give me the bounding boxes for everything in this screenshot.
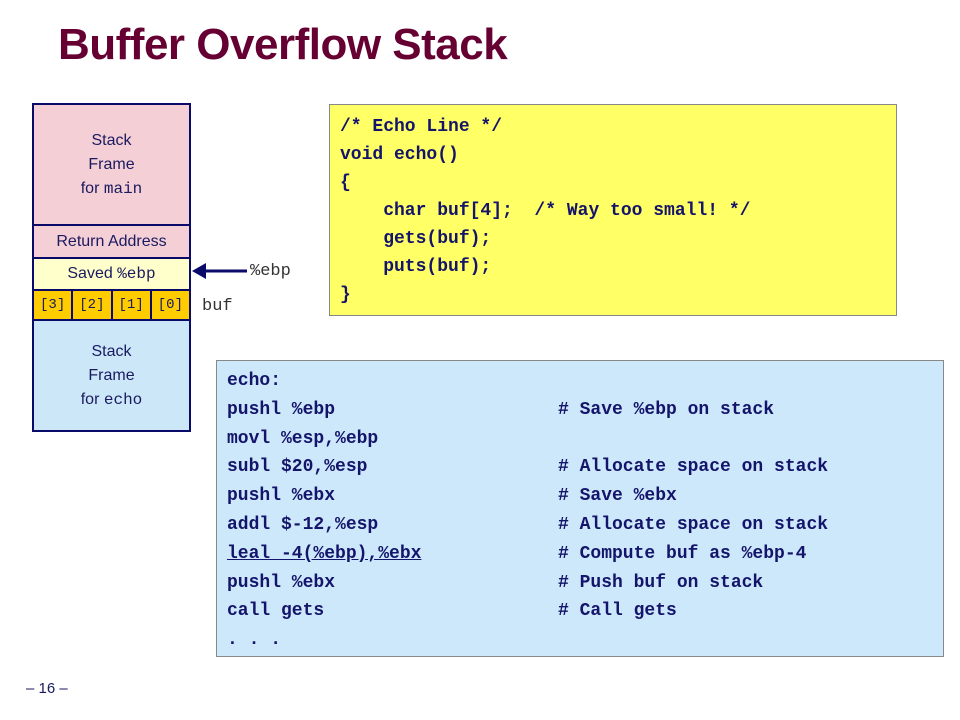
asm-comment: # Call gets bbox=[558, 601, 677, 622]
ebp-pointer-arrow-icon bbox=[192, 263, 247, 279]
page-number: – 16 – bbox=[26, 680, 68, 697]
asm-instruction-highlighted: leal -4(%ebp),%ebx bbox=[227, 543, 422, 564]
c-line: /* Echo Line */ bbox=[340, 117, 503, 137]
buf-cell-0: [0] bbox=[151, 291, 189, 319]
asm-instruction: addl $-12,%esp bbox=[227, 514, 379, 535]
buf-pointer-label: buf bbox=[202, 297, 233, 316]
saved-ebp-slot: Saved %ebp bbox=[34, 259, 189, 291]
c-line: puts(buf); bbox=[340, 257, 492, 277]
frame-echo-for: for bbox=[80, 390, 104, 408]
asm-instruction: call gets bbox=[227, 601, 325, 622]
asm-instruction: pushl %ebx bbox=[227, 486, 336, 507]
asm-row: echo: bbox=[227, 367, 943, 396]
asm-instruction: movl %esp,%ebp bbox=[227, 428, 379, 449]
c-line: { bbox=[340, 173, 351, 193]
asm-comment: # Save %ebx bbox=[558, 486, 677, 507]
frame-echo-func: echo bbox=[103, 390, 143, 409]
asm-row: leal -4(%ebp),%ebx # Compute buf as %ebp-… bbox=[227, 540, 943, 569]
asm-instruction: subl $20,%esp bbox=[227, 457, 368, 478]
stack-frame-main: Stack Frame for main bbox=[34, 105, 189, 226]
asm-comment: # Allocate space on stack bbox=[558, 514, 829, 535]
buf-cell-3: [3] bbox=[34, 291, 74, 319]
frame-echo-line1: Stack bbox=[91, 342, 132, 360]
asm-row: pushl %ebx # Push buf on stack bbox=[227, 569, 943, 598]
asm-row: addl $-12,%esp # Allocate space on stack bbox=[227, 511, 943, 540]
buf-cell-1: [1] bbox=[112, 291, 152, 319]
c-line: gets(buf); bbox=[340, 229, 492, 249]
stack-diagram: Stack Frame for main Return Address Save… bbox=[32, 103, 191, 432]
slide-title: Buffer Overflow Stack bbox=[58, 20, 508, 69]
asm-comment: # Save %ebp on stack bbox=[558, 399, 775, 420]
assembly-box: echo: pushl %ebp # Save %ebp on stack mov… bbox=[216, 360, 944, 657]
return-address-slot: Return Address bbox=[34, 226, 189, 259]
asm-instruction: . . . bbox=[227, 630, 282, 651]
asm-row: pushl %ebx # Save %ebx bbox=[227, 482, 943, 511]
asm-row: call gets # Call gets bbox=[227, 597, 943, 626]
asm-comment: # Push buf on stack bbox=[558, 572, 764, 593]
c-line: char buf[4]; /* Way too small! */ bbox=[340, 201, 751, 221]
asm-instruction: echo: bbox=[227, 371, 282, 391]
ebp-pointer-label: %ebp bbox=[250, 262, 291, 281]
asm-instruction: pushl %ebp bbox=[227, 399, 336, 420]
buf-array: [3] [2] [1] [0] bbox=[34, 291, 189, 321]
asm-comment: # Allocate space on stack bbox=[558, 457, 829, 478]
asm-instruction: pushl %ebx bbox=[227, 572, 336, 593]
frame-main-line3: for main bbox=[81, 177, 143, 201]
asm-row: movl %esp,%ebp bbox=[227, 425, 943, 454]
frame-echo-line3: for echo bbox=[81, 388, 143, 412]
buf-cell-2: [2] bbox=[73, 291, 113, 319]
c-line: void echo() bbox=[340, 145, 459, 165]
frame-main-line2: Frame bbox=[88, 155, 135, 173]
frame-main-line1: Stack bbox=[91, 131, 132, 149]
frame-main-func: main bbox=[103, 179, 143, 198]
frame-echo-line2: Frame bbox=[88, 366, 135, 384]
asm-row: pushl %ebp # Save %ebp on stack bbox=[227, 396, 943, 425]
saved-ebp-prefix: Saved bbox=[67, 265, 113, 282]
c-line: } bbox=[340, 285, 351, 305]
saved-ebp-reg: %ebp bbox=[117, 265, 156, 283]
frame-main-for: for bbox=[80, 179, 104, 197]
asm-row: . . . bbox=[227, 626, 943, 655]
stack-frame-echo: Stack Frame for echo bbox=[34, 321, 189, 430]
c-source-box: /* Echo Line */ void echo() { char buf[4… bbox=[329, 104, 897, 316]
asm-comment: # Compute buf as %ebp-4 bbox=[558, 543, 807, 564]
asm-row: subl $20,%esp # Allocate space on stack bbox=[227, 453, 943, 482]
